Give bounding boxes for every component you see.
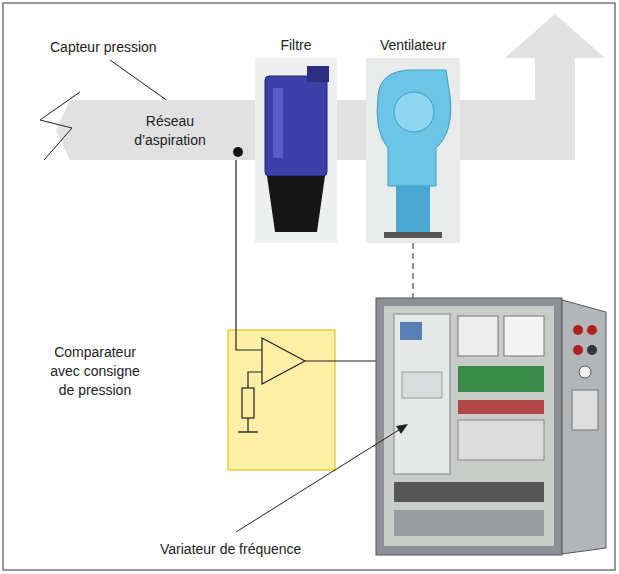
cabinet-photo — [376, 298, 606, 555]
filter-art — [255, 36, 337, 243]
frame — [3, 3, 615, 570]
sensor-label: Capteur pression — [50, 38, 157, 57]
fan-base — [384, 232, 442, 238]
drive-label: Variateur de fréquence — [160, 540, 301, 559]
resistor-symbol — [242, 388, 254, 418]
fan-inlet — [394, 92, 434, 132]
filter-hopper — [267, 176, 325, 232]
fan-art — [366, 36, 460, 243]
filter-body — [265, 76, 327, 176]
comparator-label: Comparateur avec consigne de pression — [43, 343, 147, 400]
dashed-link — [413, 243, 414, 300]
photo-ground — [366, 58, 460, 243]
sensor-dot — [233, 147, 243, 157]
fan-motor — [396, 186, 430, 232]
comparator-symbol — [262, 338, 305, 384]
filter-unit: Filtre — [255, 36, 337, 243]
filter-inlet — [307, 66, 329, 82]
fan-housing — [377, 70, 451, 186]
node-title: Ventilateur — [366, 36, 460, 55]
arrowhead — [396, 424, 408, 434]
break-line — [40, 92, 80, 160]
comparator-board — [228, 330, 335, 470]
fan-unit: Ventilateur — [366, 36, 460, 243]
wire — [248, 372, 262, 388]
filter-rib — [273, 88, 283, 158]
leader-line — [236, 428, 402, 532]
wire — [247, 418, 248, 432]
node-title: Réseau d’aspiration — [120, 112, 220, 150]
node-title: Filtre — [255, 36, 337, 55]
output-wire — [305, 360, 378, 361]
photo-ground — [255, 58, 337, 243]
ground-symbol — [238, 431, 258, 432]
